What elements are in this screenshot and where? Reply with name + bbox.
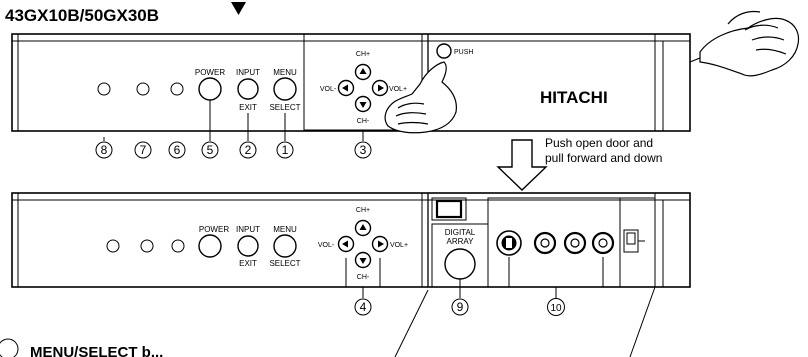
led-7 <box>136 82 150 96</box>
hand-grip-icon <box>689 10 800 77</box>
arrow-down-icon <box>359 258 367 264</box>
led-8 <box>97 82 111 96</box>
callout-4: 4 <box>360 300 367 314</box>
ch-plus-label: CH+ <box>356 51 370 58</box>
digital-label: DIGITAL <box>445 228 476 237</box>
menu-select-button-bottom[interactable] <box>273 234 297 258</box>
audio-right-jack[interactable] <box>591 231 615 255</box>
ch-plus-label-bottom: CH+ <box>356 207 370 214</box>
vol-plus-label: VOL+ <box>389 86 407 93</box>
arrow-left-icon <box>342 84 348 92</box>
callout-7: 7 <box>140 143 147 157</box>
push-label: PUSH <box>454 49 473 56</box>
callout-5: 5 <box>207 143 214 157</box>
instruction-line1: Push open door and <box>545 136 653 150</box>
led-bottom-3 <box>171 239 185 253</box>
led-6 <box>170 82 184 96</box>
arrow-up-icon <box>359 68 367 74</box>
vol-minus-label: VOL- <box>320 86 337 93</box>
power-label: POWER <box>195 68 225 77</box>
callout-6: 6 <box>174 143 181 157</box>
input-label: INPUT <box>236 68 260 77</box>
card-slot-inner <box>435 199 463 219</box>
exit-label-bottom: EXIT <box>239 259 257 268</box>
select-label-bottom: SELECT <box>269 259 300 268</box>
bottom-panel: POWER INPUT MENU EXIT SELECT CH+ CH- VOL… <box>11 192 691 288</box>
power-label-bottom: POWER <box>199 225 229 234</box>
led-bottom-2 <box>140 239 154 253</box>
direction-pad[interactable] <box>337 63 389 113</box>
footer-text: MENU/SELECT b... <box>30 344 163 357</box>
menu-select-button[interactable] <box>273 77 297 101</box>
top-callouts: 8 7 6 5 2 1 3 <box>95 100 372 159</box>
arrow-up-icon <box>359 224 367 230</box>
video-jack[interactable] <box>533 231 557 255</box>
menu-label-bottom: MENU <box>273 225 297 234</box>
model-title: 43GX10B/50GX30B <box>5 6 159 25</box>
power-button-bottom[interactable] <box>198 234 222 258</box>
bottom-callouts: 4 9 10 <box>345 257 604 316</box>
brand-logo: HITACHI <box>540 88 608 107</box>
instruction-line2: pull forward and down <box>545 151 662 165</box>
callout-10: 10 <box>550 303 562 314</box>
top-panel: POWER INPUT MENU EXIT SELECT CH+ CH- VOL… <box>11 33 691 132</box>
arrow-right-icon <box>378 84 384 92</box>
input-exit-button[interactable] <box>237 78 259 100</box>
ch-minus-label: CH- <box>357 118 370 125</box>
push-door-button[interactable] <box>436 43 452 59</box>
input-label-bottom: INPUT <box>236 225 260 234</box>
arrow-right-icon <box>378 240 384 248</box>
vol-plus-label-bottom: VOL+ <box>390 242 408 249</box>
select-label: SELECT <box>269 103 300 112</box>
hand-pressing-icon <box>384 61 457 134</box>
down-arrow-icon <box>231 2 246 15</box>
s-video-jack[interactable] <box>496 230 522 256</box>
direction-pad-bottom[interactable] <box>337 219 389 269</box>
callout-2: 2 <box>245 143 252 157</box>
array-label: ARRAY <box>447 237 475 246</box>
menu-label: MENU <box>273 68 297 77</box>
callout-3: 3 <box>360 143 367 157</box>
digital-array-port[interactable] <box>444 248 476 280</box>
callout-8: 8 <box>101 143 108 157</box>
arrow-down-icon <box>359 102 367 108</box>
audio-left-jack[interactable] <box>563 231 587 255</box>
open-door-arrow-icon <box>496 139 548 191</box>
input-exit-button-bottom[interactable] <box>237 235 259 257</box>
exit-label: EXIT <box>239 103 257 112</box>
callout-cutoff <box>0 338 19 357</box>
callout-9: 9 <box>457 300 464 314</box>
arrow-left-icon <box>342 240 348 248</box>
led-bottom-1 <box>106 239 120 253</box>
ch-minus-label-bottom: CH- <box>357 274 370 281</box>
vol-minus-label-bottom: VOL- <box>318 242 335 249</box>
card-slot <box>431 197 467 221</box>
power-button[interactable] <box>198 77 222 101</box>
callout-1: 1 <box>282 143 289 157</box>
